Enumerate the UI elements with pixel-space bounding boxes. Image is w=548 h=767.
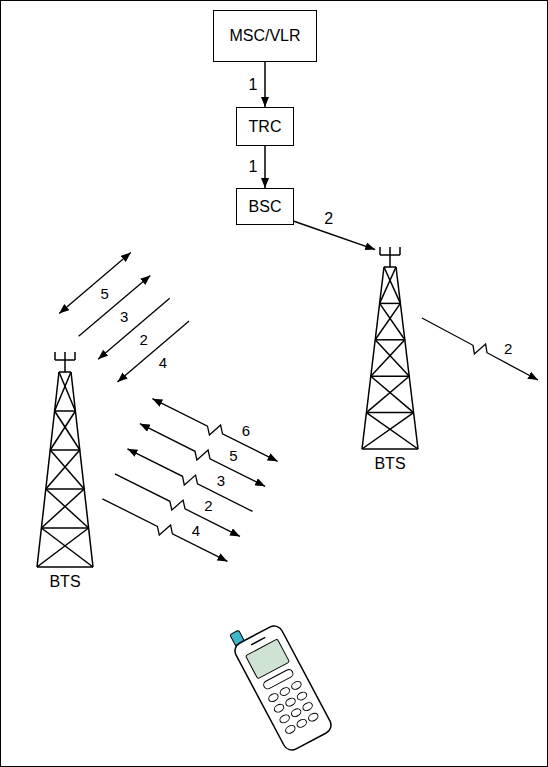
tower-rung	[362, 448, 418, 450]
tower-brace	[375, 303, 400, 339]
tower-leg	[71, 372, 93, 567]
tower-rung	[371, 375, 409, 377]
callout-number: 2	[139, 331, 147, 349]
process-box: BSC	[236, 188, 294, 225]
tower-drawing	[28, 350, 102, 568]
tower-brace	[46, 450, 80, 489]
tower-symbol	[37, 352, 93, 567]
callout-number: 5	[229, 447, 237, 465]
tower-brace	[41, 489, 84, 528]
mobile-phone	[226, 612, 334, 753]
process-box: MSC/VLR	[213, 10, 317, 62]
tower-leg	[37, 372, 59, 567]
connector-arrow	[294, 221, 375, 249]
tower-label: BTS	[353, 454, 427, 473]
tower-brace	[50, 411, 75, 450]
callout-number: 2	[204, 497, 212, 515]
callout-number: 3	[217, 472, 225, 490]
process-box: TRC	[236, 107, 294, 146]
tower-rung	[375, 339, 405, 341]
tower-brace	[362, 413, 414, 449]
tower-rung	[59, 371, 71, 373]
tower-brace	[55, 411, 80, 450]
phone-body	[232, 623, 334, 753]
antenna	[54, 352, 56, 360]
callout-number: 2	[504, 340, 512, 358]
radio-link	[152, 399, 277, 462]
link-number: 2	[324, 210, 333, 229]
signal-arrow	[118, 321, 190, 382]
callout-number: 3	[120, 308, 128, 326]
tower-rung	[366, 412, 413, 414]
signal-arrow	[79, 275, 151, 336]
tower-drawing	[353, 245, 427, 450]
phone-keypad	[267, 680, 319, 735]
tower-brace	[59, 372, 75, 411]
tower-brace	[380, 303, 405, 339]
link-number: 1	[249, 75, 258, 94]
radio-link	[422, 318, 538, 380]
connector-arrow	[264, 62, 266, 107]
tower-brace	[384, 267, 400, 303]
callout-number: 4	[192, 522, 200, 540]
tower-leg	[362, 267, 384, 449]
tower-leg	[396, 267, 418, 449]
mast	[389, 255, 391, 267]
connector-arrow	[264, 146, 266, 188]
box-label: MSC/VLR	[229, 26, 300, 45]
antenna	[74, 352, 76, 360]
tower-rung	[46, 488, 84, 490]
tower-symbol	[362, 247, 418, 449]
tower-rung	[50, 449, 80, 451]
bts-tower: BTS	[353, 245, 427, 475]
tower-rung	[55, 410, 76, 412]
tower-rung	[380, 303, 401, 305]
bts-tower: BTS	[28, 350, 102, 592]
radio-links	[59, 253, 538, 562]
tower-label: BTS	[28, 572, 102, 591]
antenna	[379, 247, 381, 255]
tower-brace	[380, 267, 396, 303]
antenna	[399, 247, 401, 255]
signal-arrow	[59, 253, 131, 314]
antenna	[389, 247, 391, 255]
callout-number: 4	[159, 354, 167, 372]
callout-number: 5	[101, 285, 109, 303]
tower-brace	[375, 340, 409, 376]
antenna	[64, 352, 66, 360]
tower-brace	[37, 528, 89, 567]
tower-brace	[366, 376, 409, 412]
tower-brace	[366, 413, 418, 449]
tower-brace	[55, 372, 71, 411]
phone-earpiece	[251, 637, 265, 645]
callout-number: 6	[242, 422, 250, 440]
tower-rung	[37, 566, 93, 568]
mast	[64, 360, 66, 372]
link-number: 1	[249, 157, 258, 176]
tower-rung	[41, 527, 88, 529]
tower-brace	[46, 489, 89, 528]
signal-arrow	[98, 298, 170, 359]
box-label: TRC	[249, 117, 282, 136]
tower-brace	[371, 376, 414, 412]
tower-brace	[41, 528, 93, 567]
tower-brace	[50, 450, 84, 489]
box-label: BSC	[249, 197, 282, 216]
tower-brace	[371, 340, 405, 376]
phone-button	[262, 668, 294, 690]
tower-rung	[384, 266, 396, 268]
